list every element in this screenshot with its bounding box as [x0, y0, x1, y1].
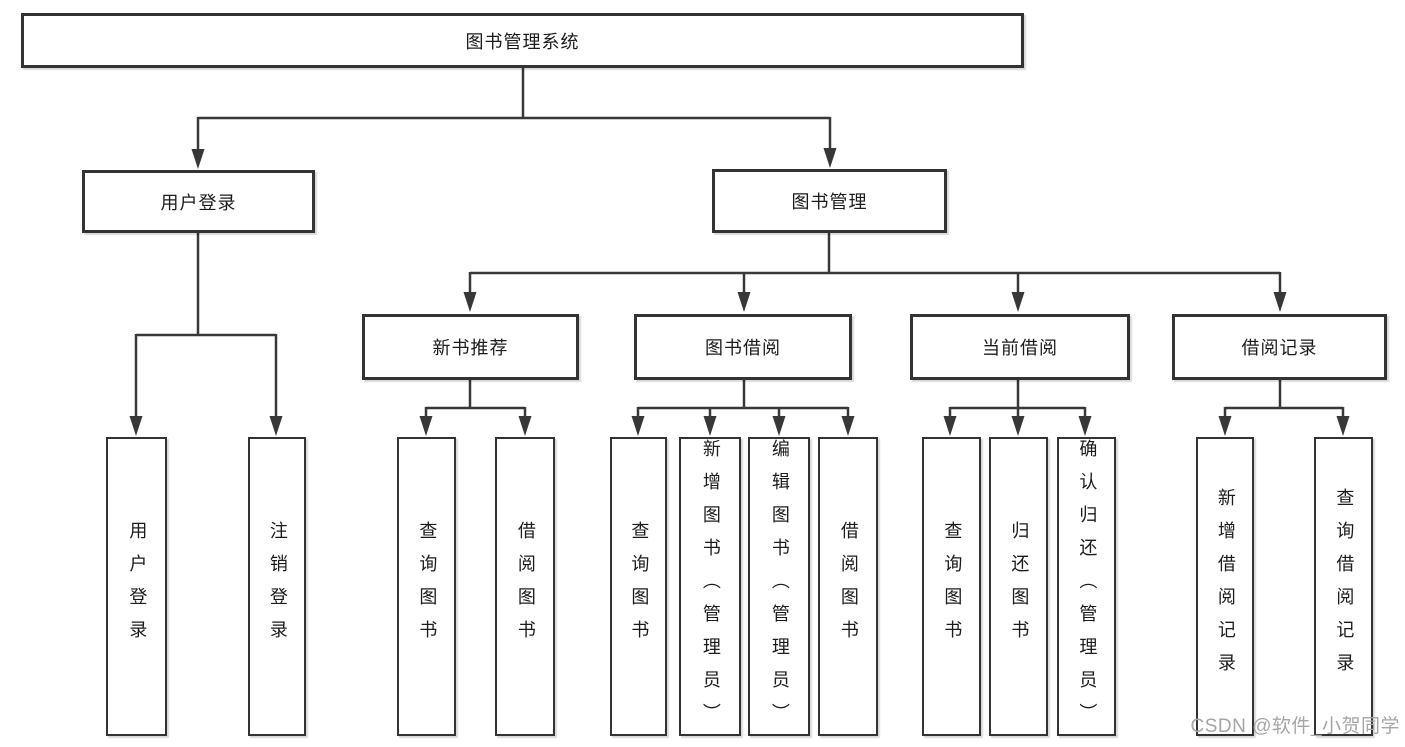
leaf-record-query: 查询借阅记录 [1314, 437, 1373, 736]
connector-borrow-group [631, 380, 855, 436]
leaf-current-confirm-admin: 确认归还（管理员） [1057, 437, 1116, 736]
leaf-label: 查询图书 [942, 520, 963, 653]
connector-record-group [1218, 380, 1350, 436]
leaf-current-query: 查询图书 [922, 437, 981, 736]
node-book-mgmt: 图书管理 [712, 169, 947, 233]
node-book-borrow: 图书借阅 [634, 314, 852, 380]
leaf-newbook-query: 查询图书 [397, 437, 456, 736]
connector-new-book-group [419, 380, 532, 436]
leaf-label: 编辑图书（管理员） [769, 439, 790, 736]
leaf-borrow-edit-admin: 编辑图书（管理员） [748, 437, 810, 736]
node-user-login: 用户登录 [82, 170, 315, 233]
leaf-label: 注销登录 [267, 520, 288, 653]
leaf-label: 查询借阅记录 [1334, 487, 1355, 686]
leaf-user-login: 用户登录 [106, 437, 167, 736]
node-label: 借阅记录 [1241, 338, 1318, 358]
connector-current-group [943, 380, 1092, 436]
node-current-borrow: 当前借阅 [910, 314, 1130, 380]
leaf-record-add: 新增借阅记录 [1196, 437, 1254, 736]
leaf-borrow-borrow: 借阅图书 [818, 437, 878, 736]
leaf-label: 查询图书 [629, 520, 650, 653]
node-new-book-recommend: 新书推荐 [362, 314, 579, 380]
leaf-label: 新增图书（管理员） [700, 439, 721, 736]
node-root-label: 图书管理系统 [465, 31, 580, 52]
node-label: 新书推荐 [432, 338, 509, 358]
leaf-label: 借阅图书 [515, 520, 536, 653]
node-label: 当前借阅 [982, 338, 1058, 358]
leaf-label: 用户登录 [127, 520, 148, 653]
leaf-borrow-add-admin: 新增图书（管理员） [679, 437, 741, 736]
leaf-label: 确认归还（管理员） [1077, 439, 1098, 736]
node-label: 图书管理 [791, 192, 868, 212]
node-root: 图书管理系统 [21, 13, 1024, 68]
leaf-label: 查询图书 [417, 520, 438, 653]
watermark: CSDN @软件_小贺同学 [1190, 716, 1400, 737]
leaf-borrow-query: 查询图书 [610, 437, 667, 736]
connector-root-to-level2 [191, 68, 837, 169]
node-borrow-record: 借阅记录 [1172, 314, 1387, 380]
node-label: 图书借阅 [705, 338, 781, 358]
connector-user-login-branch [129, 233, 283, 436]
leaf-logout: 注销登录 [248, 437, 306, 736]
node-label: 用户登录 [160, 192, 237, 213]
leaf-label: 新增借阅记录 [1215, 487, 1236, 686]
leaf-newbook-borrow: 借阅图书 [495, 437, 555, 736]
connector-book-mgmt-branch [463, 233, 1287, 312]
leaf-current-return: 归还图书 [989, 437, 1048, 736]
leaf-label: 归还图书 [1009, 520, 1030, 653]
leaf-label: 借阅图书 [838, 520, 859, 653]
